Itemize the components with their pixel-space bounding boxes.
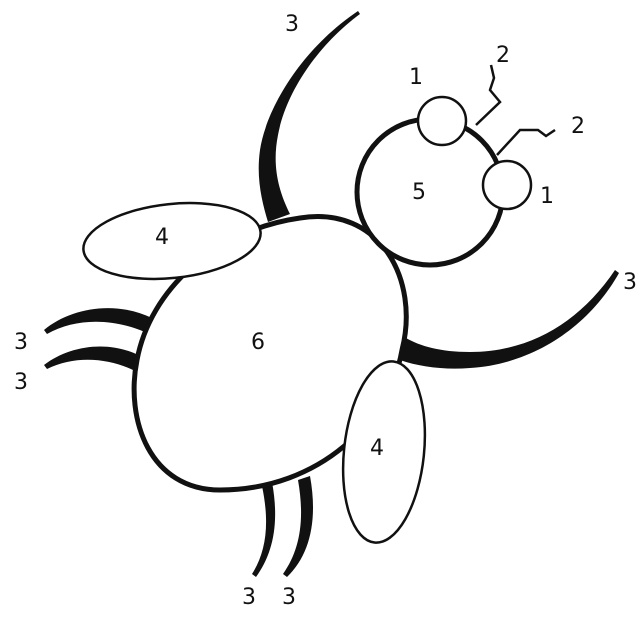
wing-upper-4 <box>82 201 262 281</box>
label-leg-bottom-right: 3 <box>282 585 296 610</box>
label-leg-top: 3 <box>285 12 299 37</box>
label-antenna-right: 2 <box>571 114 585 139</box>
label-leg-right: 3 <box>623 270 637 295</box>
leg-left-lower <box>44 346 140 370</box>
label-antenna-top: 2 <box>496 43 510 68</box>
label-wing-upper: 4 <box>155 225 169 250</box>
label-leg-bottom-left: 3 <box>242 585 256 610</box>
eye-top-1 <box>416 95 468 147</box>
eye-right-1 <box>481 159 533 211</box>
label-leg-left-upper: 3 <box>14 330 28 355</box>
label-eye-top: 1 <box>409 65 423 90</box>
label-eye-right: 1 <box>540 184 554 209</box>
antenna-upper <box>475 64 502 126</box>
body-6 <box>131 214 409 493</box>
leg-bottom-right <box>283 476 314 577</box>
wing-lower-4 <box>341 360 427 544</box>
label-leg-left-lower: 3 <box>14 370 28 395</box>
label-head: 5 <box>412 180 426 205</box>
label-body: 6 <box>251 330 265 355</box>
leg-top <box>258 11 360 222</box>
leg-bottom-left <box>252 482 276 577</box>
label-wing-lower: 4 <box>370 436 384 461</box>
leg-right <box>400 270 619 369</box>
leg-left-upper <box>44 308 152 334</box>
antenna-lower <box>496 128 556 156</box>
